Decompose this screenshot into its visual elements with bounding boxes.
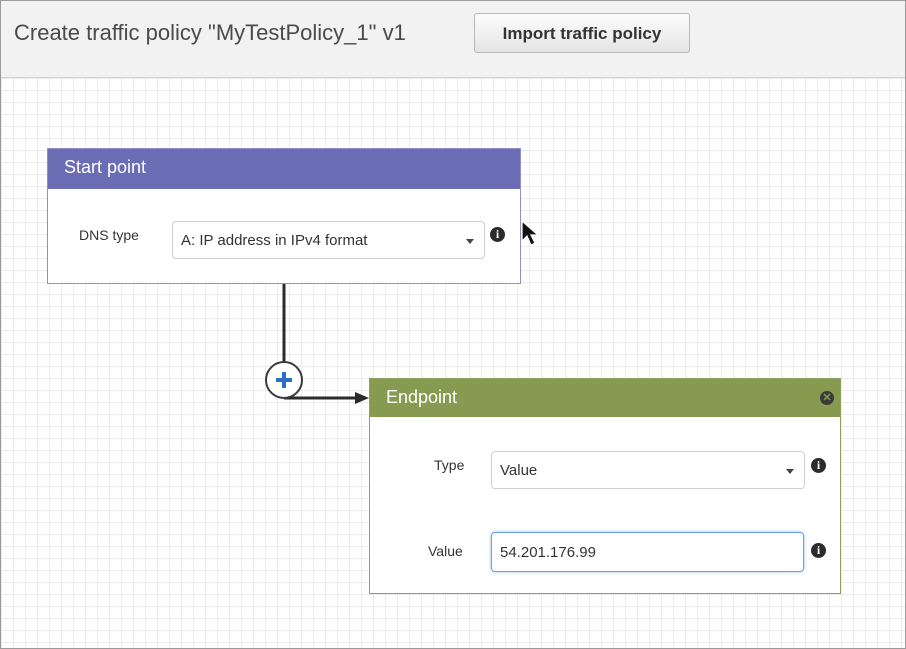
- endpoint-title: Endpoint: [386, 387, 458, 407]
- dns-type-label: DNS type: [79, 227, 139, 243]
- info-icon[interactable]: i: [490, 227, 505, 242]
- endpoint-card: Endpoint ✕ Type Value i Value i: [369, 378, 841, 594]
- chevron-down-icon: [466, 239, 474, 244]
- page-title: Create traffic policy "MyTestPolicy_1" v…: [14, 20, 406, 45]
- close-icon[interactable]: ✕: [820, 391, 834, 405]
- add-rule-button[interactable]: [265, 361, 303, 399]
- mouse-pointer-icon: [521, 219, 540, 246]
- dns-type-selected-value: A: IP address in IPv4 format: [181, 232, 368, 249]
- start-point-title: Start point: [64, 157, 147, 177]
- connector-arrowhead: [355, 392, 369, 404]
- info-icon[interactable]: i: [811, 543, 826, 558]
- import-traffic-policy-button[interactable]: Import traffic policy: [474, 13, 690, 53]
- endpoint-header: Endpoint ✕: [370, 379, 840, 417]
- chevron-down-icon: [786, 469, 794, 474]
- page-header: Create traffic policy "MyTestPolicy_1" v…: [1, 1, 905, 78]
- start-point-header: Start point: [48, 149, 520, 189]
- endpoint-value-input[interactable]: [491, 532, 804, 572]
- start-point-card: Start point DNS type A: IP address in IP…: [47, 148, 521, 284]
- plus-icon: [276, 372, 292, 388]
- endpoint-type-selected-value: Value: [500, 462, 538, 479]
- dns-type-select[interactable]: A: IP address in IPv4 format: [172, 221, 485, 259]
- endpoint-value-label: Value: [428, 543, 463, 559]
- endpoint-type-label: Type: [434, 457, 465, 473]
- info-icon[interactable]: i: [811, 458, 826, 473]
- endpoint-type-select[interactable]: Value: [491, 451, 805, 489]
